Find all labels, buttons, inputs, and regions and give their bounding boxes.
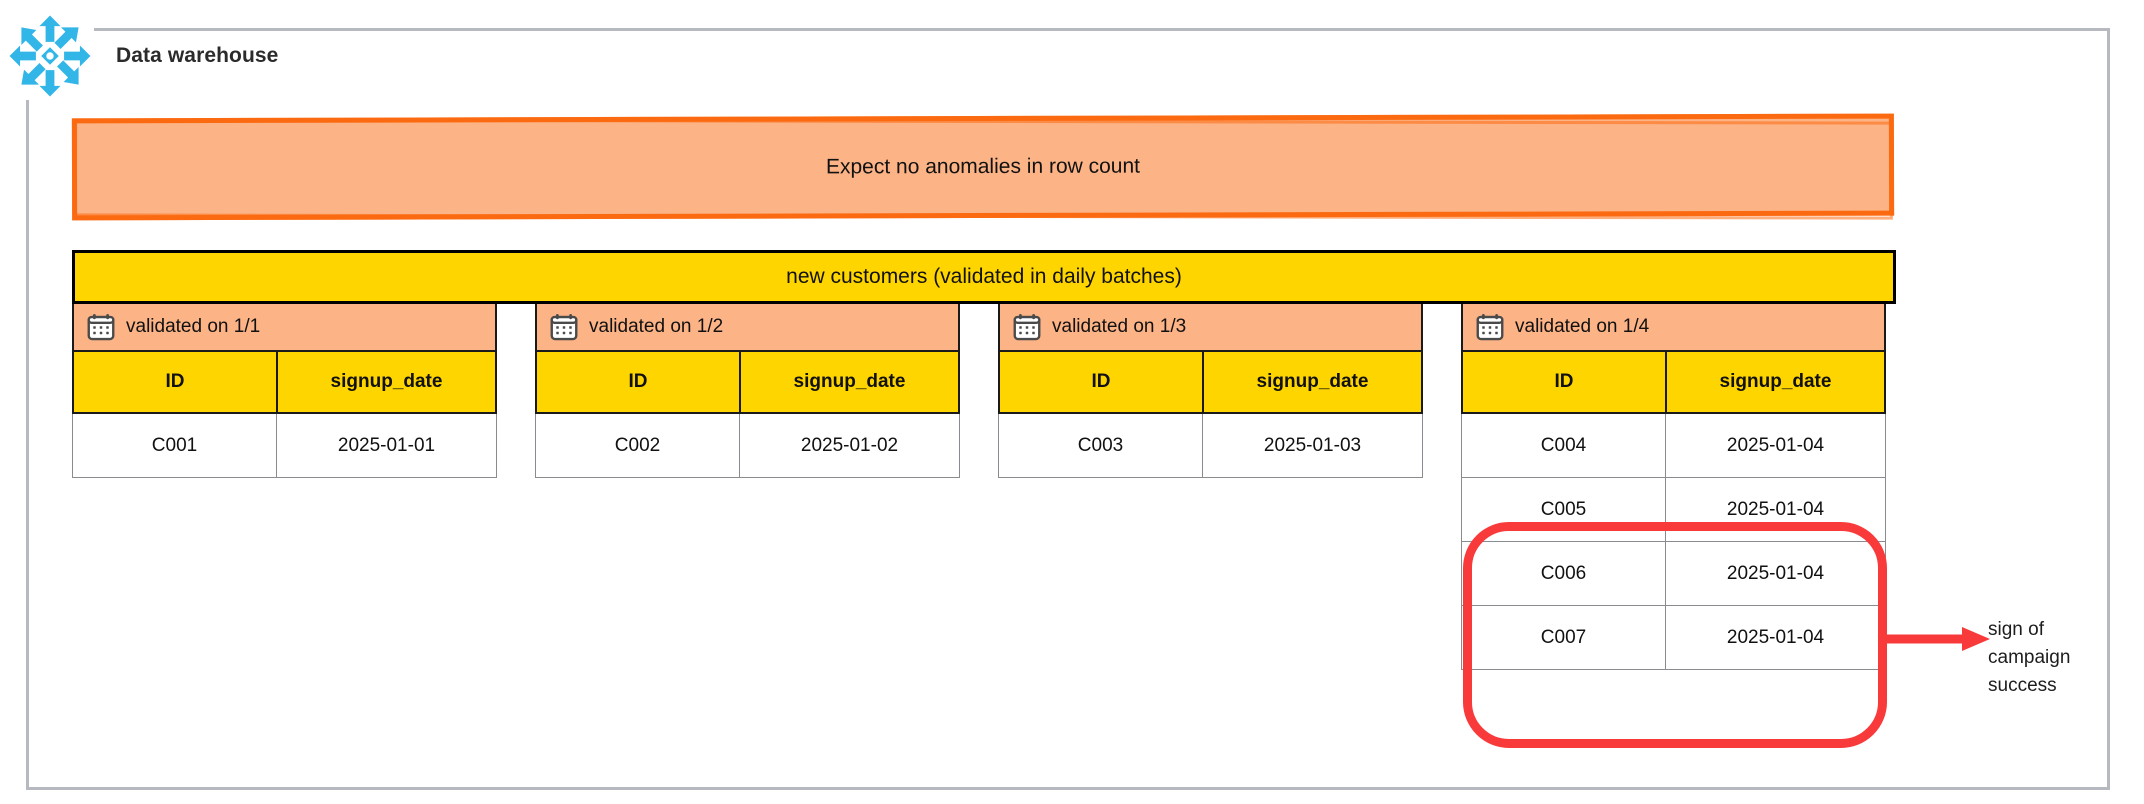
cell-signup-date: 2025-01-01: [277, 414, 497, 478]
cell-id: C001: [72, 414, 277, 478]
cell-signup-date: 2025-01-03: [1203, 414, 1423, 478]
warehouse-title: Data warehouse: [114, 44, 285, 68]
batch-header: validated on 1/1: [72, 304, 497, 352]
cell-signup-date: 2025-01-04: [1666, 606, 1886, 670]
column-header-id: ID: [72, 352, 277, 414]
expectation-banner: Expect no anomalies in row count: [71, 113, 1895, 221]
column-header-signup-date: signup_date: [1203, 352, 1423, 414]
cell-signup-date: 2025-01-04: [1666, 542, 1886, 606]
cell-signup-date: 2025-01-02: [740, 414, 960, 478]
batch-label: validated on 1/2: [589, 316, 724, 337]
cell-id: C005: [1461, 478, 1666, 542]
calendar-icon: [86, 312, 116, 342]
batch-label: validated on 1/4: [1515, 316, 1650, 337]
column-header-id: ID: [1461, 352, 1666, 414]
cell-signup-date: 2025-01-04: [1666, 478, 1886, 542]
cell-id: C004: [1461, 414, 1666, 478]
calendar-icon: [1012, 312, 1042, 342]
column-header-id: ID: [998, 352, 1203, 414]
column-header-signup-date: signup_date: [740, 352, 960, 414]
calendar-icon: [549, 312, 579, 342]
column-header-signup-date: signup_date: [277, 352, 497, 414]
table-title: new customers (validated in daily batche…: [72, 250, 1896, 304]
anomaly-annotation-text: sign of campaign success: [1988, 619, 2071, 696]
calendar-icon: [1475, 312, 1505, 342]
cell-id: C007: [1461, 606, 1666, 670]
column-header-id: ID: [535, 352, 740, 414]
cell-id: C003: [998, 414, 1203, 478]
snowflake-icon: [6, 12, 94, 100]
cell-id: C006: [1461, 542, 1666, 606]
cell-id: C002: [535, 414, 740, 478]
batch-label: validated on 1/3: [1052, 316, 1187, 337]
batch-header: validated on 1/2: [535, 304, 960, 352]
data-warehouse-container: [26, 28, 2110, 790]
batch-label: validated on 1/1: [126, 316, 261, 337]
customers-table-block: new customers (validated in daily batche…: [72, 250, 1896, 670]
cell-signup-date: 2025-01-04: [1666, 414, 1886, 478]
batch-header: validated on 1/3: [998, 304, 1423, 352]
expectation-text: Expect no anomalies in row count: [825, 154, 1141, 179]
column-header-signup-date: signup_date: [1666, 352, 1886, 414]
arrow-right-icon: [1884, 626, 1992, 652]
batch-header: validated on 1/4: [1461, 304, 1886, 352]
